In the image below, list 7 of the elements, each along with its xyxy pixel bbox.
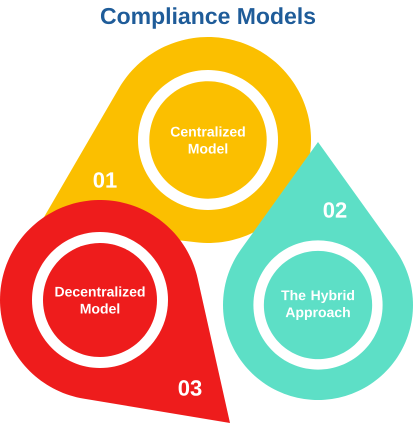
step-number: 01 (94, 172, 117, 188)
step-number: 02 (324, 202, 346, 218)
title: Compliance Models (100, 7, 316, 29)
circle-label: Centralized Model (149, 81, 267, 199)
circle-label: The Hybrid Approach (264, 250, 372, 360)
circle-label: Decentralized Model (43, 243, 157, 357)
step-number: 03 (178, 380, 202, 396)
